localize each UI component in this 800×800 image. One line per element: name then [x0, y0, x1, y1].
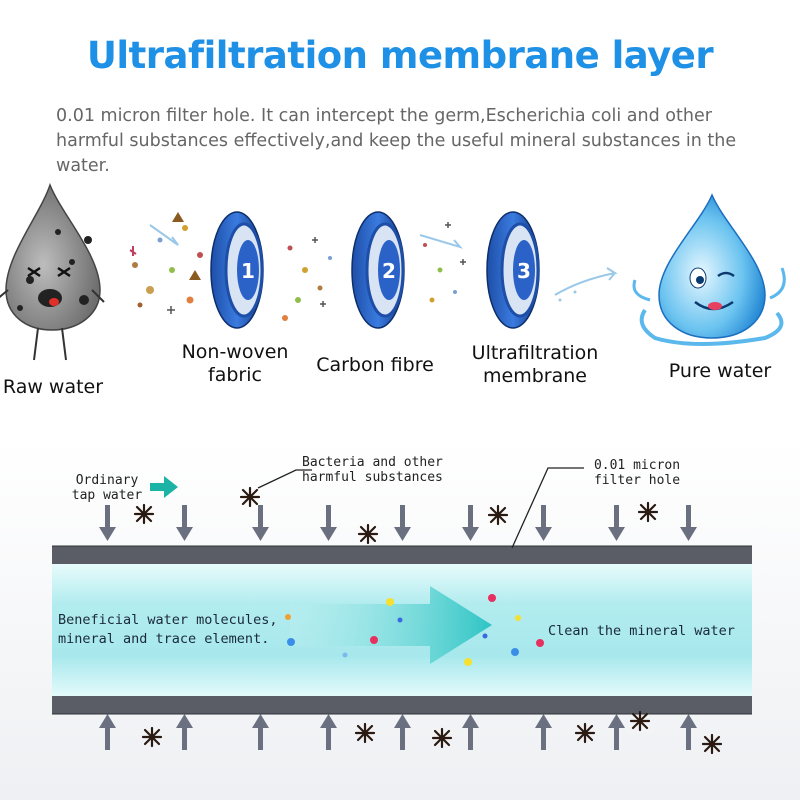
stage-label-carbon: Carbon fibre	[316, 354, 434, 376]
particles	[129, 212, 618, 321]
stage-label-non-woven: Non-woven fabric	[181, 341, 289, 386]
bottom-membrane	[52, 696, 752, 714]
disc-number: 2	[382, 259, 396, 283]
filter-disc-2: 2	[351, 211, 405, 329]
filter-hole-label: 0.01 micron filter hole	[593, 458, 681, 488]
disc-number: 1	[241, 259, 255, 283]
stage-label-pure-water: Pure water	[668, 360, 772, 382]
dirty-water-drop-icon	[0, 182, 105, 361]
flow-arrow-icon	[290, 586, 492, 664]
filter-hole-pointer-line	[511, 467, 584, 549]
tap-water-arrow-icon	[150, 476, 178, 498]
clean-water-label: Clean the mineral water	[548, 623, 735, 639]
bacteria-icons	[133, 486, 723, 755]
mineral-dots	[285, 594, 544, 666]
incoming-arrows-bottom	[99, 714, 697, 750]
clean-water-drop-icon	[632, 193, 786, 346]
filter-disc-3: 3	[486, 211, 540, 329]
beneficial-label: Beneficial water molecules, mineral and …	[58, 612, 278, 647]
description-text: 0.01 micron filter hole. It can intercep…	[56, 106, 737, 176]
bacteria-label: Bacteria and other harmful substances	[302, 455, 443, 485]
tap-water-label: Ordinary tap water	[71, 473, 143, 503]
filter-disc-1: 1	[210, 211, 264, 329]
stage-label-raw-water: Raw water	[2, 376, 104, 398]
incoming-arrows-top	[99, 505, 697, 541]
page-title: Ultrafiltration membrane layer	[86, 34, 714, 77]
top-membrane	[52, 546, 752, 564]
stage-label-ultrafiltration: Ultrafiltration membrane	[471, 342, 599, 387]
disc-number: 3	[517, 259, 531, 283]
bacteria-pointer-line	[257, 469, 312, 489]
